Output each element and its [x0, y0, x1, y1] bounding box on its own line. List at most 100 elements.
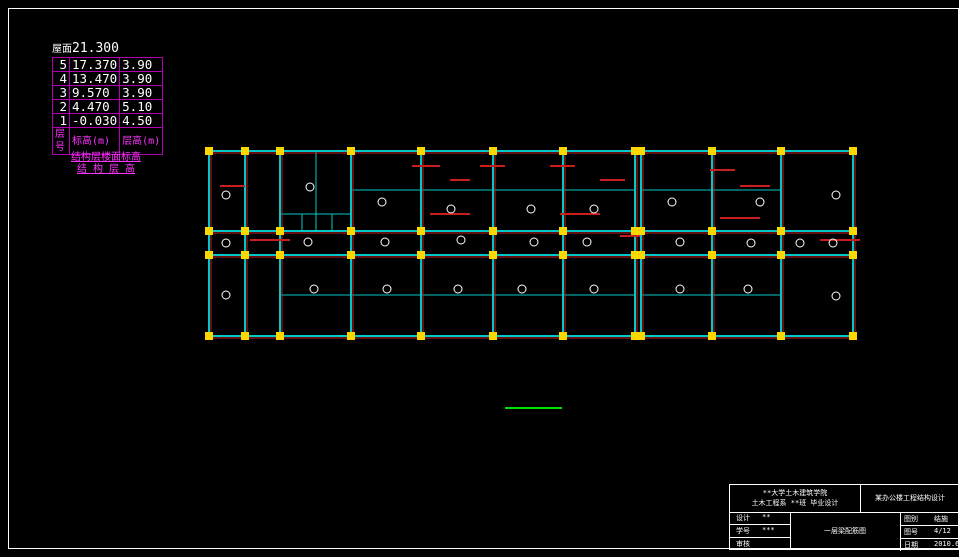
date-value: 2010.6 — [934, 540, 959, 548]
date-label: 日期 — [904, 541, 918, 549]
floor-height: 4.50 — [119, 113, 164, 128]
column — [637, 332, 645, 340]
column — [347, 251, 355, 259]
column — [631, 251, 639, 259]
legend-note: 结构层楼面标高 结 构 层 高 — [70, 152, 142, 176]
floor-table-header: 层号 标高(m) 层高(m) — [52, 127, 164, 155]
scale-row: 图别 结施 — [900, 512, 959, 526]
slab-marker — [795, 238, 805, 248]
column — [637, 251, 645, 259]
slab-marker — [828, 238, 838, 248]
column — [708, 251, 716, 259]
column — [559, 227, 567, 235]
slab-marker — [377, 197, 387, 207]
column — [777, 251, 785, 259]
floor-elevation: -0.030 — [68, 113, 121, 128]
slab-marker — [453, 284, 463, 294]
slab-marker — [743, 284, 753, 294]
slab-marker — [303, 237, 313, 247]
slab-marker — [456, 235, 466, 245]
slab-marker — [675, 284, 685, 294]
column — [777, 332, 785, 340]
reviewer-label: 审核 — [736, 540, 750, 548]
scale-value: 结施 — [934, 515, 948, 523]
designer-label: 设计 — [736, 514, 750, 522]
column — [276, 332, 284, 340]
column — [276, 251, 284, 259]
slab-marker — [831, 190, 841, 200]
column — [205, 251, 213, 259]
designer-row: 设计 ** — [730, 512, 791, 525]
school-line1: **大学土木建筑学院 — [762, 489, 828, 497]
slab-marker — [517, 284, 527, 294]
column — [708, 332, 716, 340]
column — [489, 251, 497, 259]
column — [241, 332, 249, 340]
slab-marker — [309, 284, 319, 294]
slab-marker — [589, 204, 599, 214]
sheet-value: 4/12 — [934, 527, 951, 535]
slab-marker — [526, 204, 536, 214]
school-line2: 土木工程系 **班 毕业设计 — [751, 499, 839, 507]
designer-value: ** — [762, 513, 771, 521]
column — [631, 332, 639, 340]
column — [637, 227, 645, 235]
student-id-label: 学号 — [736, 527, 750, 535]
column — [489, 147, 497, 155]
reviewer-row: 审核 — [730, 538, 791, 550]
column — [559, 251, 567, 259]
floor-height: 5.10 — [119, 99, 164, 114]
column — [417, 251, 425, 259]
slab-marker — [221, 238, 231, 248]
student-id-value: *** — [762, 526, 775, 534]
slab-marker — [380, 237, 390, 247]
column — [241, 147, 249, 155]
roof-elevation: 屋面21.300 — [52, 42, 163, 57]
slab-marker — [589, 284, 599, 294]
column — [205, 332, 213, 340]
column — [708, 227, 716, 235]
slab-marker — [529, 237, 539, 247]
column — [849, 227, 857, 235]
legend-note-line1: 结构层楼面标高 — [71, 152, 141, 163]
column — [241, 227, 249, 235]
title-school: **大学土木建筑学院 土木工程系 **班 毕业设计 — [730, 485, 861, 513]
column — [489, 227, 497, 235]
student-id-row: 学号 *** — [730, 525, 791, 538]
header-elevation: 标高(m) — [68, 127, 121, 155]
column — [417, 332, 425, 340]
column — [777, 147, 785, 155]
column — [631, 227, 639, 235]
column — [777, 227, 785, 235]
title-block: **大学土木建筑学院 土木工程系 **班 毕业设计 某办公楼工程结构设计 设计 … — [729, 484, 959, 551]
column — [417, 147, 425, 155]
column — [417, 227, 425, 235]
slab-marker — [446, 204, 456, 214]
column — [631, 147, 639, 155]
floor-elevation: 17.370 — [68, 57, 121, 72]
slab-marker — [667, 197, 677, 207]
header-height: 层高(m) — [119, 127, 164, 155]
drawing-name: 一层梁配筋图 — [790, 512, 901, 551]
column — [276, 227, 284, 235]
floor-height: 3.90 — [119, 57, 164, 72]
scale-label: 图别 — [904, 515, 918, 523]
column — [489, 332, 497, 340]
slab-marker — [221, 190, 231, 200]
column — [241, 251, 249, 259]
slab-marker — [675, 237, 685, 247]
column — [205, 227, 213, 235]
column — [708, 147, 716, 155]
column — [347, 227, 355, 235]
project-name: 某办公楼工程结构设计 — [860, 485, 959, 513]
sheet-label: 图号 — [904, 528, 918, 536]
date-row: 日期 2010.6 — [900, 538, 959, 551]
floor-height: 3.90 — [119, 85, 164, 100]
